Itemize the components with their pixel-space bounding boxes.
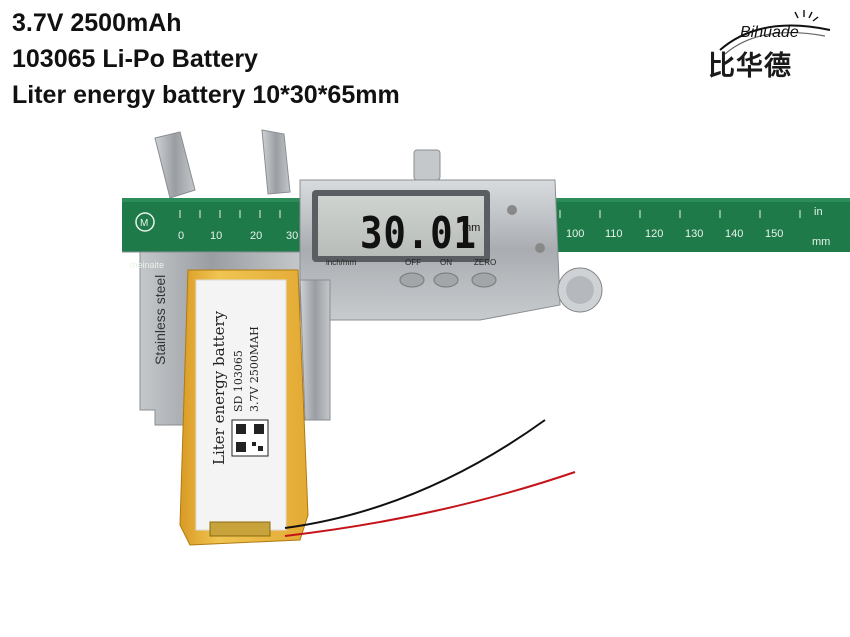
scale-number: 100 (566, 228, 585, 240)
caliper-lcd-reading: 30.01 (360, 208, 477, 259)
headline-model: 103065 Li-Po Battery (12, 45, 258, 73)
headline-capacity: 3.7V 2500mAh (12, 9, 182, 37)
caliper-lcd-unit: mm (462, 222, 481, 234)
scale-number: 110 (605, 228, 623, 240)
scale-unit-mm: mm (812, 236, 831, 248)
caliper-jaw-text: Stainless steel (152, 274, 168, 365)
battery-label-line2: SD 103065 (232, 350, 245, 412)
logo-swoosh-icon (719, 10, 831, 55)
scale-number: 140 (725, 228, 744, 240)
scale-number: 0 (178, 230, 185, 242)
battery-label-line1: Liter energy battery (210, 310, 228, 465)
battery-label-line3: 3.7V 2500MAH (248, 326, 261, 412)
scale-number: 150 (765, 228, 784, 240)
caliper-button-zero: ZERO (474, 258, 497, 267)
scale-number: 120 (645, 228, 664, 240)
scale-number: 10 (210, 230, 223, 242)
scale-number: 30 (286, 230, 299, 242)
logo-chinese-text: 比华德 (708, 51, 792, 82)
bihuade-logo: Bihuade 比华德 (700, 10, 840, 82)
caliper-brand: meinaite (130, 260, 165, 270)
caliper-button-inch-mm: inch/mm (326, 258, 357, 267)
scale-number: 20 (250, 230, 263, 242)
svg-text:M: M (140, 218, 148, 229)
caliper-battery-illustration: M (122, 129, 850, 546)
caliper-button-on: ON (440, 258, 452, 267)
headline-description: Liter energy battery 10*30*65mm (12, 81, 400, 109)
caliper-button-off: OFF (405, 258, 421, 267)
product-photo: M 30.01 mm inch (0, 120, 850, 637)
logo-english-text: Bihuade (740, 24, 799, 41)
scale-unit-in: in (814, 206, 823, 218)
scale-number: 130 (685, 228, 704, 240)
